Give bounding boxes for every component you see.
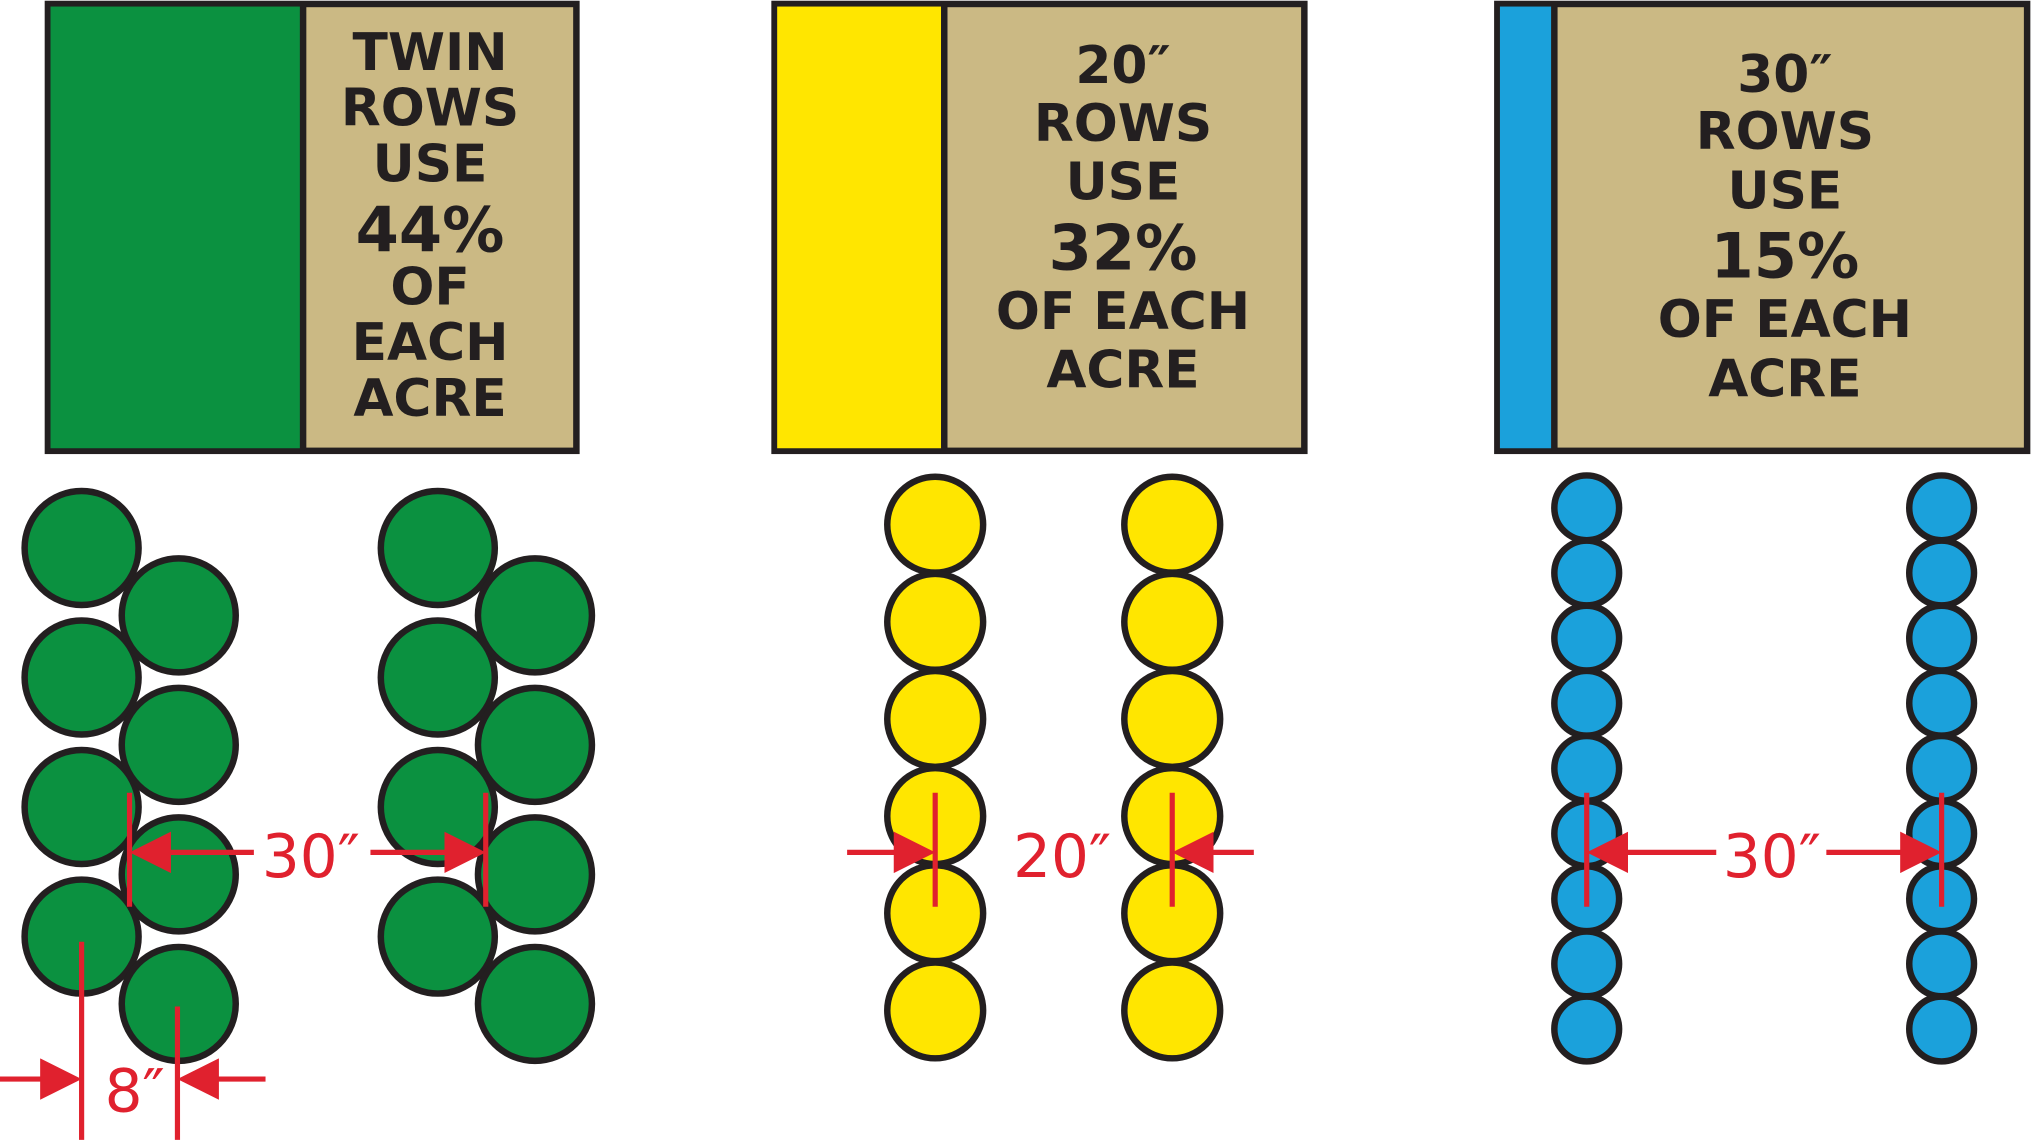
plant-circle bbox=[1906, 993, 1978, 1065]
thirty-dimensions bbox=[1584, 792, 1945, 907]
box-text-line: ACRE bbox=[1708, 349, 1861, 409]
plant-circle bbox=[884, 473, 987, 576]
percent-text: 32% bbox=[1049, 211, 1198, 284]
plant-circle bbox=[21, 617, 142, 738]
box-text-line: OF bbox=[390, 257, 469, 317]
plant-circle bbox=[1121, 959, 1224, 1062]
plant-rows bbox=[21, 472, 1978, 1065]
box-text-line: OF EACH bbox=[1658, 290, 1912, 350]
twin-dimensions bbox=[0, 792, 489, 1140]
percent-text: 15% bbox=[1711, 219, 1860, 292]
plant-circle bbox=[1551, 993, 1623, 1065]
twenty-dimensions bbox=[847, 792, 1254, 907]
plant-circle bbox=[884, 959, 987, 1062]
box-text-line: ROWS bbox=[1034, 94, 1212, 154]
plant-circle bbox=[21, 487, 142, 609]
plant-circle bbox=[1551, 537, 1623, 609]
box-text-line: ACRE bbox=[1046, 340, 1199, 400]
thirty-row-spacing-label: 30″ bbox=[1723, 823, 1821, 892]
plant-circle bbox=[474, 684, 596, 806]
twin-offset-label: 8″ bbox=[105, 1057, 165, 1126]
percent-text: 44% bbox=[356, 193, 505, 266]
plant-circle bbox=[1906, 602, 1978, 674]
plant-circle bbox=[1121, 667, 1224, 771]
box-text-line: OF EACH bbox=[996, 282, 1250, 342]
plant-circle bbox=[1906, 732, 1978, 805]
box-text-line: 20″ bbox=[1075, 36, 1170, 96]
twin-row-spacing-label: 30″ bbox=[262, 823, 360, 892]
twenty-usage-fill bbox=[777, 6, 945, 449]
plant-circle bbox=[1551, 602, 1623, 674]
plant-circle bbox=[1121, 473, 1224, 576]
plant-circle bbox=[377, 876, 499, 997]
plant-circle bbox=[1121, 570, 1224, 673]
plant-circle bbox=[1906, 928, 1978, 1000]
plant-circle bbox=[21, 746, 142, 868]
plant-circle bbox=[118, 814, 239, 935]
box-text-line: ROWS bbox=[341, 79, 519, 139]
box-text-line: USE bbox=[1066, 153, 1181, 213]
plant-circle bbox=[1906, 537, 1978, 609]
plant-circle bbox=[1551, 732, 1623, 805]
plant-circle bbox=[377, 746, 499, 868]
plant-circle bbox=[474, 943, 596, 1065]
twin-usage-fill bbox=[50, 6, 304, 449]
box-text-line: EACH bbox=[352, 313, 509, 373]
plant-circle bbox=[118, 684, 239, 806]
thirty-inch-rows-box: 30″ ROWS USE 15% OF EACH ACRE bbox=[1494, 0, 2031, 455]
plant-circle bbox=[1551, 472, 1623, 544]
box-text-line: USE bbox=[373, 134, 488, 194]
plant-circle bbox=[1551, 667, 1623, 739]
plant-circle bbox=[377, 617, 499, 738]
plant-circle bbox=[377, 487, 499, 609]
plant-circle bbox=[474, 814, 596, 935]
box-text-line: TWIN bbox=[352, 23, 507, 83]
plant-circle bbox=[1906, 472, 1978, 544]
twenty-inch-rows-box: 20″ ROWS USE 32% OF EACH ACRE bbox=[771, 0, 1308, 455]
box-text-line: ACRE bbox=[353, 369, 506, 429]
plant-circle bbox=[474, 555, 596, 676]
plant-circle bbox=[118, 555, 239, 676]
twin-rows-box: TWIN ROWS USE 44% OF EACH ACRE bbox=[44, 0, 580, 455]
plant-circle bbox=[884, 570, 987, 673]
thirty-usage-fill bbox=[1499, 6, 1555, 449]
plant-circle bbox=[884, 667, 987, 771]
box-text-line: USE bbox=[1728, 162, 1843, 222]
twenty-row-spacing-label: 20″ bbox=[1013, 823, 1111, 892]
plant-circle bbox=[1551, 928, 1623, 1000]
box-text-line: ROWS bbox=[1696, 102, 1874, 162]
plant-circle bbox=[1906, 667, 1978, 739]
box-text-line: 30″ bbox=[1737, 45, 1832, 105]
